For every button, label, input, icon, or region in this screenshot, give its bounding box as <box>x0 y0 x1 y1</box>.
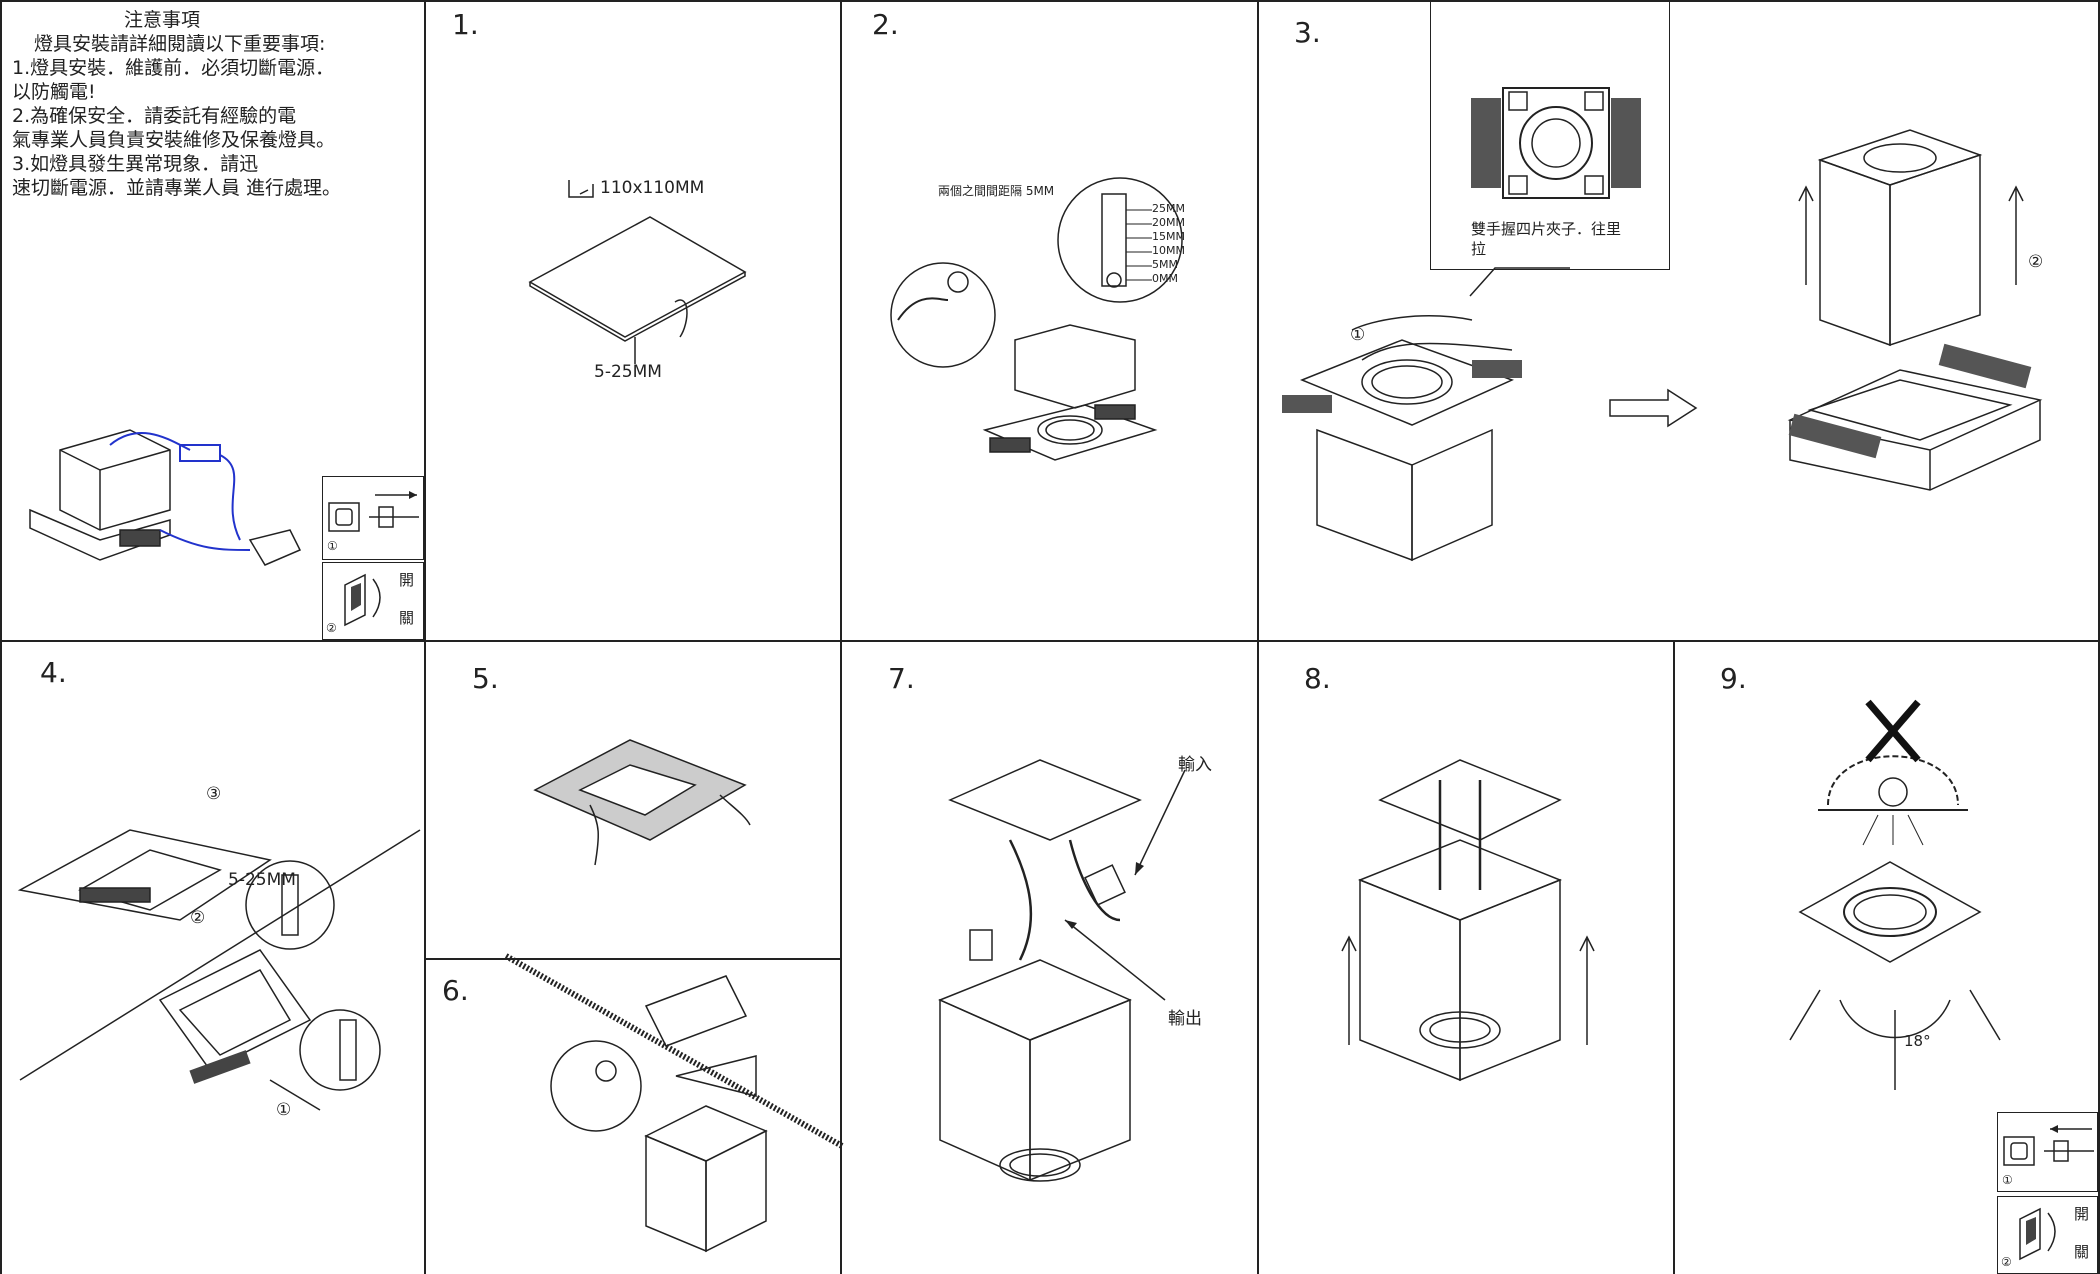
input-label: 輸入 <box>1178 755 1212 775</box>
step-marker: ③ <box>206 784 222 804</box>
frame-right <box>2098 0 2100 1274</box>
step-marker: ② <box>2028 252 2044 272</box>
col-divider-2 <box>840 0 842 1274</box>
notes-line: 以防觸電! <box>12 81 96 103</box>
up-arrow-icon <box>1341 935 1357 1045</box>
switch-icon <box>2019 1207 2056 1261</box>
notes-line: 燈具安裝請詳細閱讀以下重要事項: <box>34 33 326 55</box>
no-covering-warning-icon <box>1818 699 1968 846</box>
step-marker: ① <box>276 1100 292 1120</box>
switch-step-number: ② <box>2001 1255 2012 1269</box>
clip-callout-text: 拉 <box>1471 240 1487 258</box>
notes-line: 1.燈具安裝．維護前．必須切斷電源． <box>12 57 335 79</box>
up-arrow-icon <box>1579 935 1595 1045</box>
switch-step-number: ② <box>326 621 337 635</box>
notes-title: 注意事項 <box>123 9 200 31</box>
input-leader-line <box>1134 769 1186 876</box>
plug-step-number: ① <box>2002 1173 2013 1187</box>
clip-top-view <box>1471 87 1641 199</box>
step-number: 7. <box>888 662 915 695</box>
up-arrow-icon <box>1798 185 1814 285</box>
output-leader-line <box>1064 919 1166 1001</box>
driver-connection-illustration <box>938 759 1142 1182</box>
height-mark: 10MM <box>1152 244 1185 257</box>
height-mark: 0MM <box>1152 272 1178 285</box>
spacing-note: 兩個之間間距隔 5MM <box>938 184 1055 198</box>
power-switch-box: 開 關 ② <box>322 562 424 640</box>
output-label: 輸出 <box>1168 1009 1202 1029</box>
step-number: 5. <box>472 662 499 695</box>
separated-housing-illustration <box>1787 129 2043 491</box>
step-number: 8. <box>1304 662 1331 695</box>
step-number: 3. <box>1294 16 1321 49</box>
cutout-square-icon <box>568 180 594 198</box>
plug-step-number: ① <box>327 539 338 553</box>
notes-line: 3.如燈具發生異常現象．請迅 <box>12 153 259 175</box>
height-mark: 5MM <box>1152 258 1178 271</box>
col-divider-3 <box>1257 0 1259 1274</box>
switch-icon <box>344 573 381 627</box>
notes-line: 氣專業人員負責安裝維修及保養燈具。 <box>12 129 336 151</box>
row-divider <box>0 640 2100 642</box>
safety-notes: 注意事項 燈具安裝請詳細閱讀以下重要事項: 1.燈具安裝．維護前．必須切斷電源．… <box>12 8 417 200</box>
callout-pointer <box>1469 267 1570 297</box>
ceiling-mount-illustration <box>533 739 751 866</box>
ceiling-thickness-label: 5-25MM <box>228 870 296 890</box>
cutout-size-label: 110x110MM <box>600 178 705 198</box>
switch-on-label: 開 <box>2074 1205 2090 1223</box>
step-number: 6. <box>442 974 469 1007</box>
power-plug-box: ① <box>1997 1112 2098 1192</box>
clip-removal-illustration <box>1282 315 1522 562</box>
step-marker: ② <box>190 908 206 928</box>
step-marker: ① <box>1350 325 1366 345</box>
frame-top <box>0 0 2100 2</box>
step-number: 9. <box>1720 662 1747 695</box>
ceiling-panel-illustration <box>528 216 747 364</box>
right-arrow-icon <box>1609 388 1698 428</box>
step-number: 4. <box>40 656 67 689</box>
housing-frame-illustration <box>982 324 1158 461</box>
up-arrow-icon <box>2008 185 2024 285</box>
switch-off-label: 關 <box>2074 1243 2090 1261</box>
step5-6-divider <box>424 958 842 960</box>
clip-callout-text: 雙手握四片夾子．往里 <box>1471 220 1622 238</box>
wire-connector-detail <box>890 262 996 368</box>
plug-icon <box>328 491 419 532</box>
housing-insert-illustration <box>1357 759 1563 1082</box>
height-adjust-detail <box>1057 177 1183 303</box>
step-number: 2. <box>872 8 899 41</box>
col-divider-4 <box>1673 640 1675 1274</box>
trim-ring-illustration <box>1798 861 1982 963</box>
tilt-angle-illustration <box>1789 989 2001 1090</box>
ceiling-install-illustration <box>17 829 421 1111</box>
power-switch-box: 開 關 ② <box>1997 1196 2098 1274</box>
plug-icon <box>2003 1125 2094 1166</box>
power-plug-box: ① <box>322 476 424 560</box>
notes-line: 2.為確保安全．請委託有經驗的電 <box>12 105 297 127</box>
fixture-wiring-illustration <box>29 429 302 566</box>
height-mark: 25MM <box>1152 202 1185 215</box>
frame-left <box>0 0 2 1274</box>
tilt-angle-label: 18° <box>1904 1032 1931 1050</box>
height-mark: 20MM <box>1152 216 1185 229</box>
switch-off-label: 關 <box>399 609 415 627</box>
step-number: 1. <box>452 8 479 41</box>
height-mark: 15MM <box>1152 230 1185 243</box>
clip-callout-box: 雙手握四片夾子．往里 拉 <box>1430 2 1670 270</box>
notes-line: 速切斷電源．並請專業人員 進行處理。 <box>12 177 342 199</box>
switch-on-label: 開 <box>399 571 415 589</box>
col-divider-1 <box>424 0 426 1274</box>
final-wiring-illustration <box>504 953 844 1253</box>
ceiling-thickness-label: 5-25MM <box>594 362 662 382</box>
